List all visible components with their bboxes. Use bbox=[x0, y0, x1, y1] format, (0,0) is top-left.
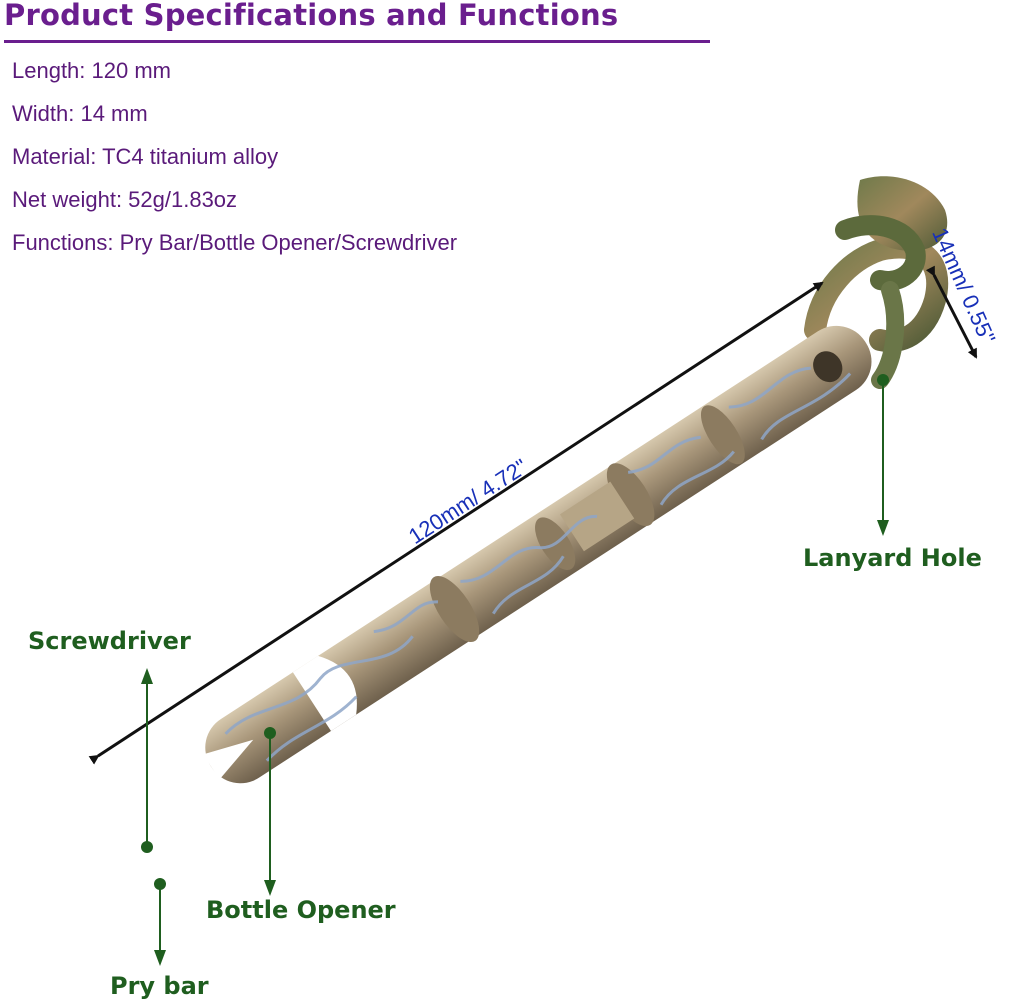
callout-pry-bar: Pry bar bbox=[110, 972, 209, 1000]
spec-material: Material: TC4 titanium alloy bbox=[12, 144, 279, 169]
spec-width: Width: 14 mm bbox=[12, 101, 148, 126]
width-dimension-arrow bbox=[925, 265, 978, 359]
title-underline bbox=[4, 40, 710, 43]
screwdriver-pointer bbox=[141, 668, 153, 853]
lanyard-hole-pointer bbox=[877, 374, 889, 536]
spec-length: Length: 120 mm bbox=[12, 58, 171, 83]
length-dimension-arrow bbox=[88, 281, 824, 765]
callout-lanyard-hole: Lanyard Hole bbox=[803, 544, 982, 572]
callout-bottle-opener: Bottle Opener bbox=[206, 896, 396, 924]
bottle-opener-pointer bbox=[264, 727, 276, 896]
tool-body bbox=[203, 325, 872, 784]
spec-net-weight: Net weight: 52g/1.83oz bbox=[12, 187, 238, 212]
pry-bar-pointer bbox=[154, 878, 166, 966]
lanyard-cord bbox=[804, 176, 949, 389]
page-title: Product Specifications and Functions bbox=[4, 0, 619, 32]
callout-screwdriver: Screwdriver bbox=[28, 627, 191, 655]
spec-functions: Functions: Pry Bar/Bottle Opener/Screwdr… bbox=[12, 230, 458, 255]
